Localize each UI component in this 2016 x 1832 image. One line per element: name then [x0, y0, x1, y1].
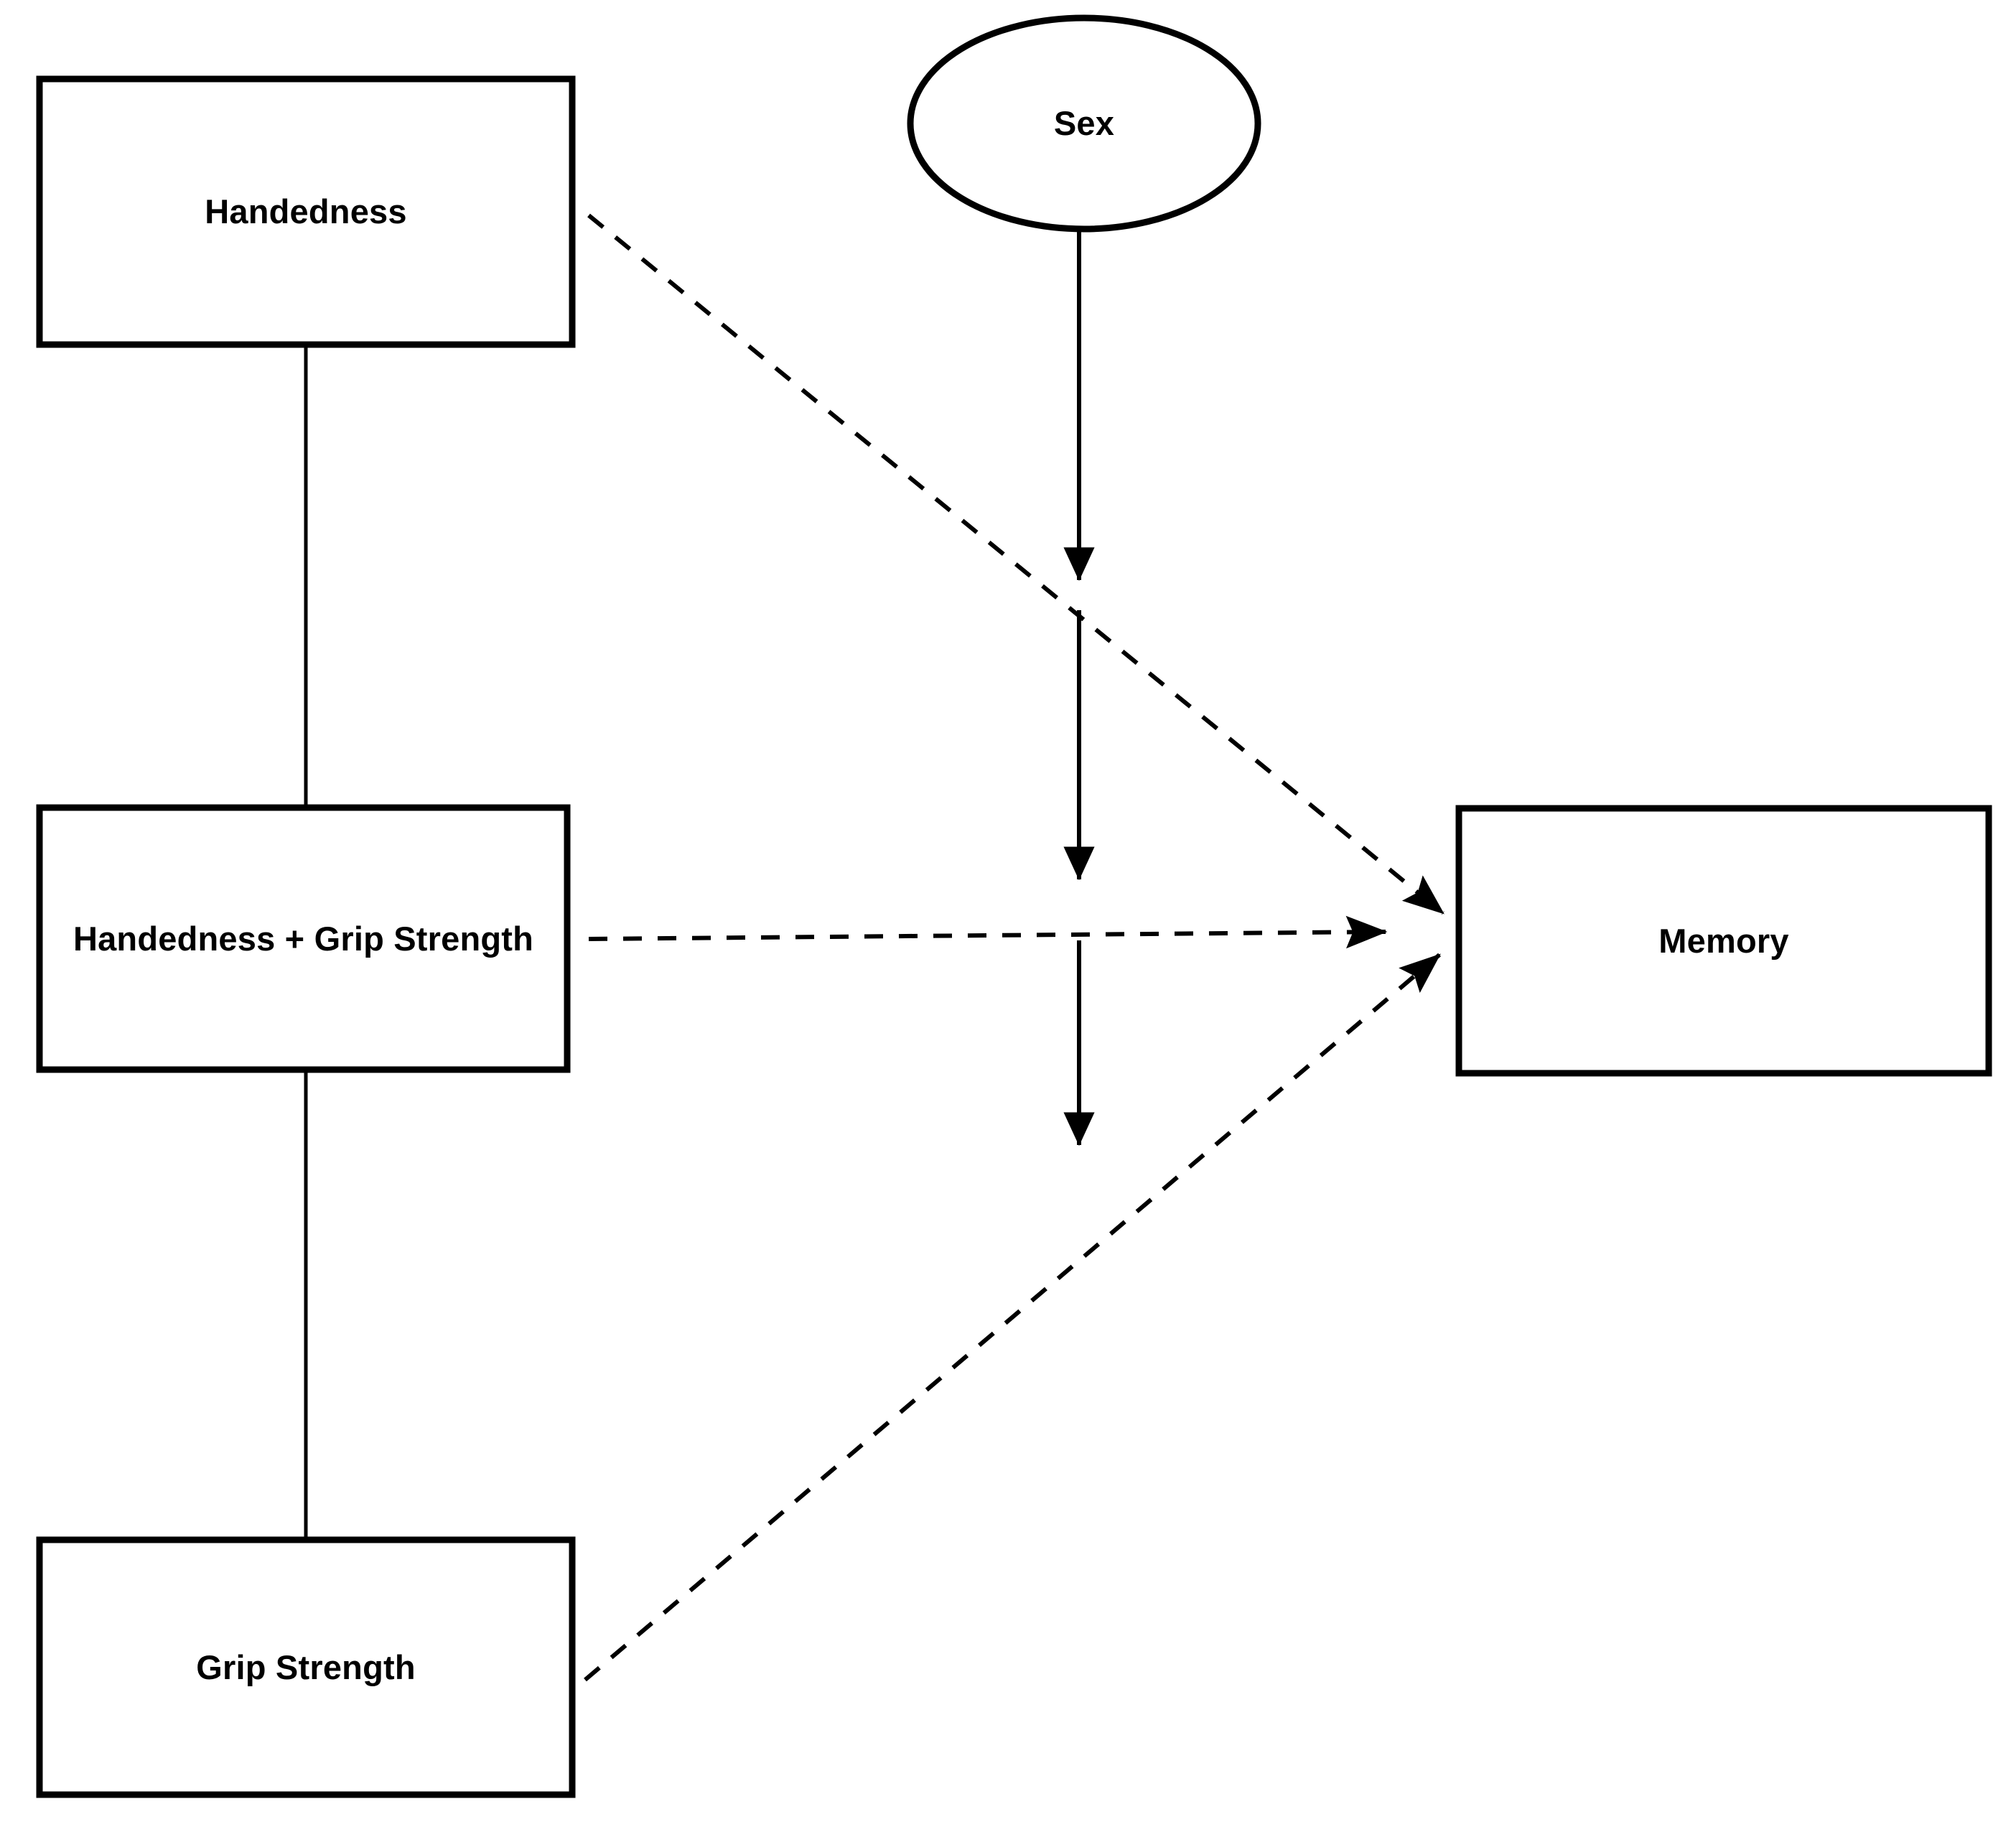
- node-memory-shape[interactable]: [1455, 805, 1992, 1077]
- node-handedness-grip-strength-shape[interactable]: [36, 804, 571, 1073]
- node-handedness-shape[interactable]: [36, 75, 576, 348]
- node-sex-shape[interactable]: [907, 14, 1261, 233]
- edge-combined-to-memory: [588, 915, 1388, 949]
- edge-grip-strength-to-memory: [584, 953, 1441, 1682]
- edge-handedness-to-memory: [587, 213, 1445, 915]
- node-grip-strength-shape[interactable]: [36, 1536, 576, 1798]
